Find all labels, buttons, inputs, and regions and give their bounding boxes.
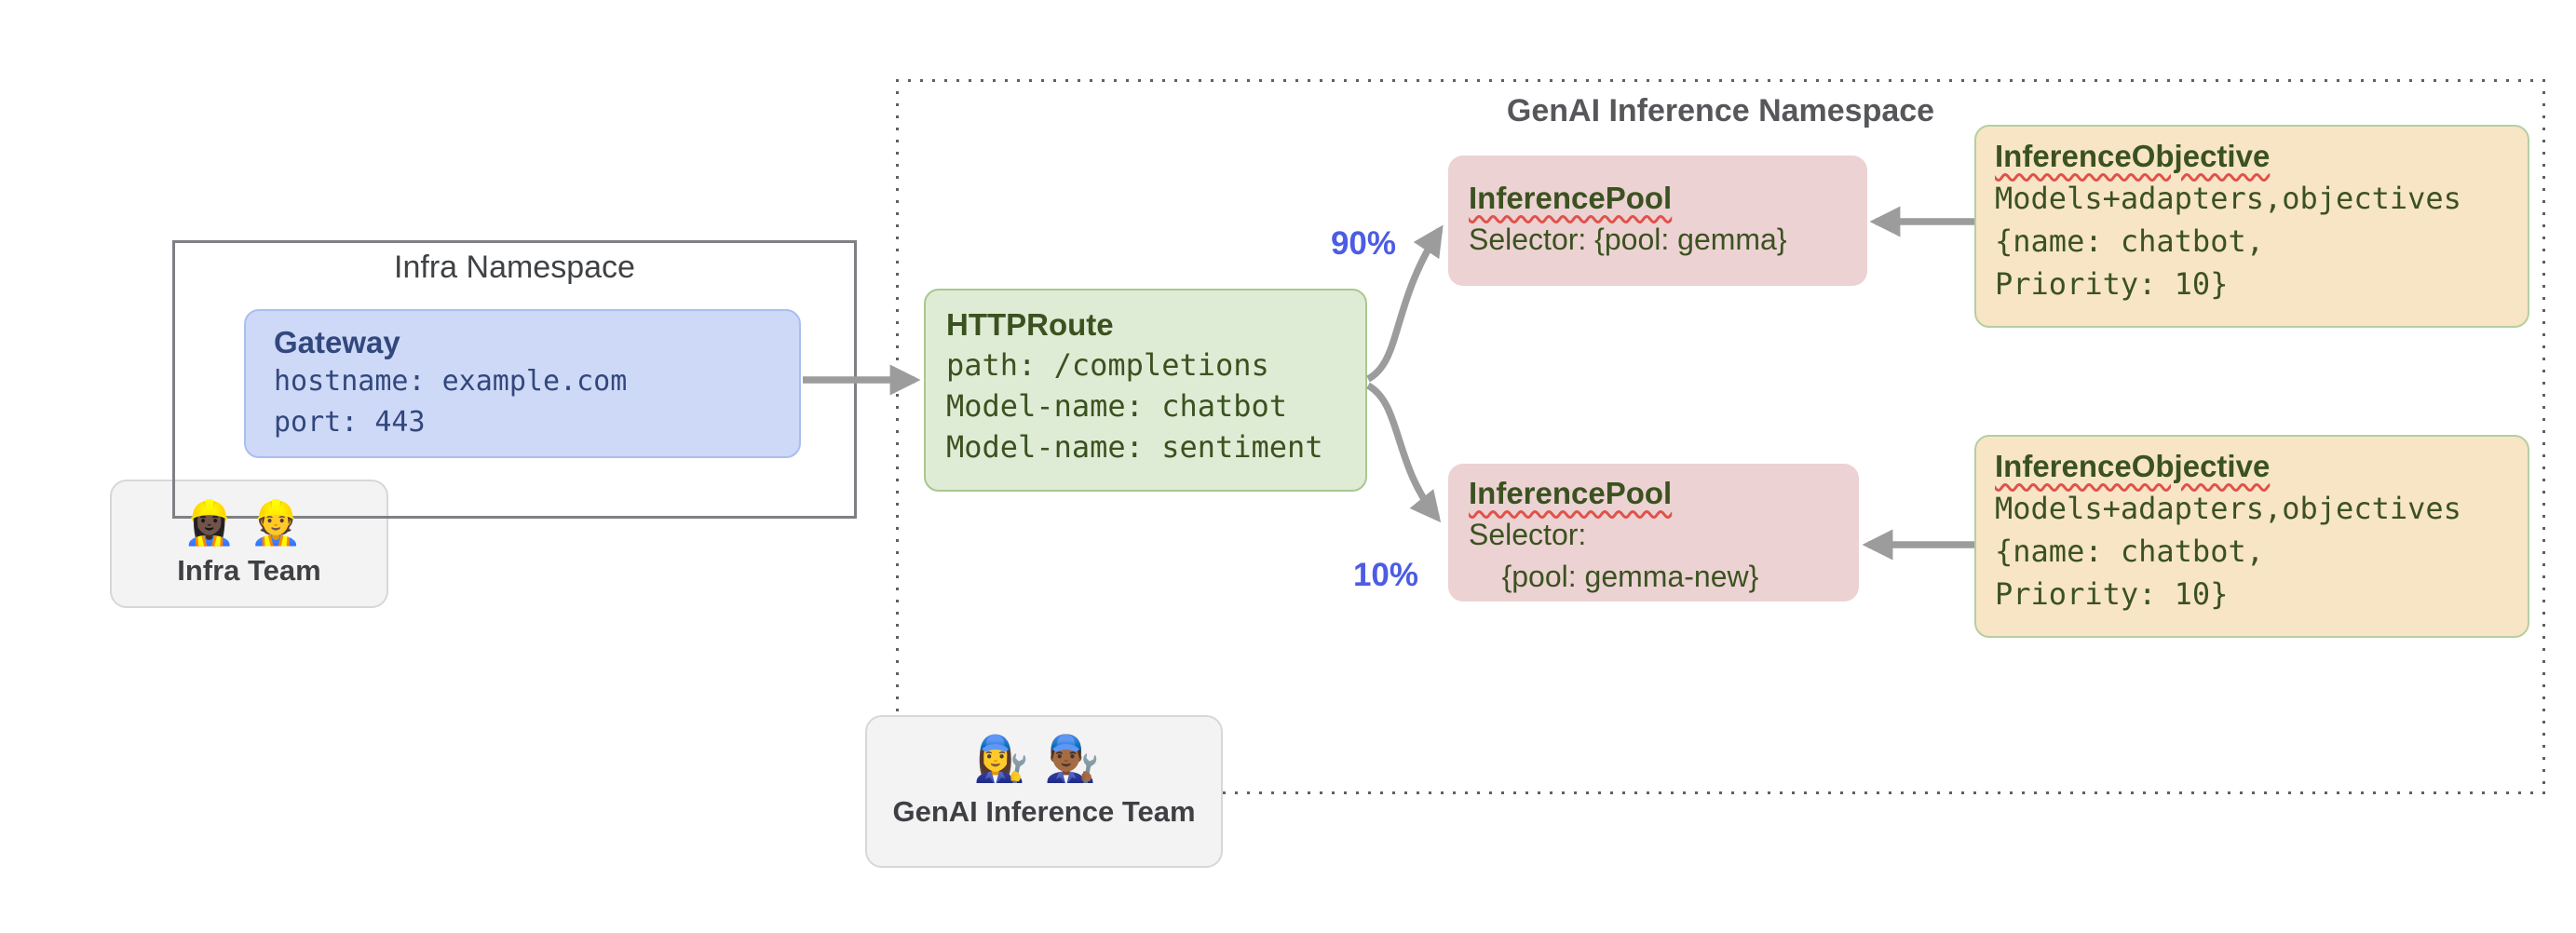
objective-name-line: {name: chatbot, <box>1995 534 2264 569</box>
genai-namespace-border-right <box>2542 79 2545 794</box>
man-mechanic-emoji: 👨🏾‍🔧 <box>1044 735 1115 784</box>
infra-team-box <box>110 480 388 608</box>
inference-pool-selector-label: Selector: <box>1469 518 1587 551</box>
genai-namespace-border-left <box>896 79 899 794</box>
inference-objective-bottom-node: InferenceObjective Models+adapters,objec… <box>1974 435 2529 638</box>
infra-team-label: Infra Team <box>177 554 321 587</box>
inference-objective-top-node: InferenceObjective Models+adapters,objec… <box>1974 125 2529 328</box>
inference-pool-gemma-new-node: InferencePool Selector: {pool: gemma-new… <box>1448 464 1859 602</box>
construction-worker-woman-emoji: 👷🏿‍♀️ <box>183 498 250 547</box>
construction-worker-man-emoji: 👷 <box>249 498 316 547</box>
traffic-weight-90: 90% <box>1330 225 1397 262</box>
inference-pool-gemma-node: InferencePool Selector: {pool: gemma} <box>1448 156 1867 286</box>
genai-team-emojis: 👩‍🔧👨🏾‍🔧 <box>867 730 1221 790</box>
arrow-httproute-to-pool-gemma-new <box>1365 382 1442 523</box>
gateway-port: port: 443 <box>274 406 426 439</box>
infra-namespace-title: Infra Namespace <box>394 250 635 285</box>
objective-models-line: Models+adapters,objectives <box>1995 491 2461 526</box>
httproute-path: path: /completions <box>946 347 1269 383</box>
woman-mechanic-emoji: 👩‍🔧 <box>973 735 1044 784</box>
gateway-title: Gateway <box>274 325 400 359</box>
genai-team-label: GenAI Inference Team <box>892 795 1196 828</box>
inference-pool-selector-value: {pool: gemma-new} <box>1469 560 1759 593</box>
genai-namespace-title: GenAI Inference Namespace <box>1506 93 1935 128</box>
inference-objective-title: InferenceObjective <box>1995 139 2271 173</box>
httproute-model-sentiment: Model-name: sentiment <box>946 429 1323 465</box>
genai-namespace-border-bottom <box>896 791 2545 794</box>
gateway-hostname: hostname: example.com <box>274 365 628 398</box>
inference-pool-selector: Selector: {pool: gemma} <box>1469 223 1787 256</box>
infra-team-overlay: 👷🏿‍♀️👷 Infra Team <box>110 480 388 608</box>
genai-namespace-border-top <box>896 79 2545 82</box>
infra-team-emojis: 👷🏿‍♀️👷 <box>110 494 388 550</box>
inference-pool-title: InferencePool <box>1469 181 1673 215</box>
gateway-node: Gateway hostname: example.com port: 443 <box>244 309 801 458</box>
inference-objective-title: InferenceObjective <box>1995 449 2271 483</box>
genai-team-box: 👩‍🔧👨🏾‍🔧 GenAI Inference Team <box>865 715 1223 868</box>
objective-models-line: Models+adapters,objectives <box>1995 181 2461 216</box>
objective-priority-line: Priority: 10} <box>1995 266 2229 302</box>
httproute-node: HTTPRoute path: /completions Model-name:… <box>924 289 1367 492</box>
inference-pool-title: InferencePool <box>1469 476 1673 510</box>
objective-priority-line: Priority: 10} <box>1995 576 2229 612</box>
httproute-title: HTTPRoute <box>946 307 1114 342</box>
objective-name-line: {name: chatbot, <box>1995 223 2264 259</box>
httproute-model-chatbot: Model-name: chatbot <box>946 388 1288 424</box>
traffic-weight-10: 10% <box>1352 557 1419 593</box>
